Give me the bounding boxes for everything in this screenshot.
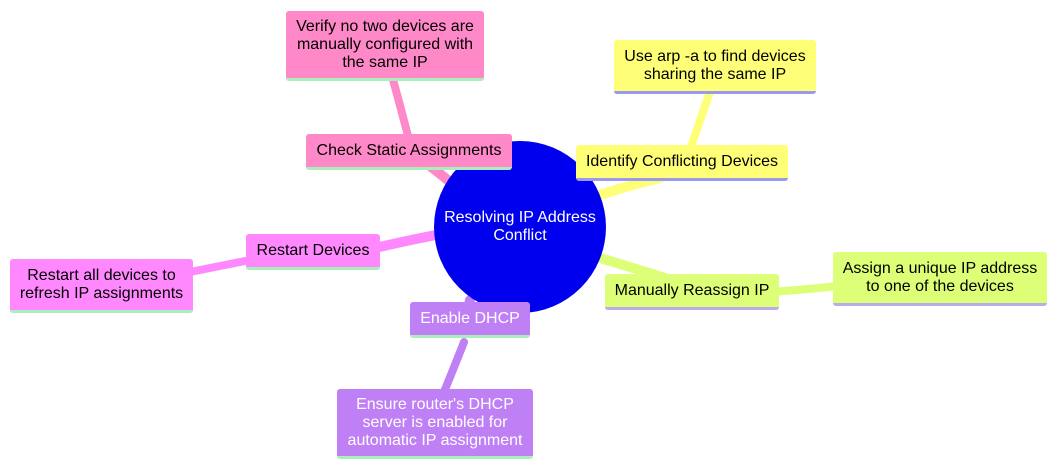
branch-label: Check Static Assignments [316, 141, 502, 159]
edge-root-restart [370, 230, 441, 253]
leaf-ensure-dhcp-server[interactable]: Ensure router's DHCP server is enabled f… [337, 389, 533, 459]
branch-enable-dhcp[interactable]: Enable DHCP [410, 302, 530, 338]
leaf-assign-unique-ip[interactable]: Assign a unique IP address to one of the… [833, 252, 1047, 306]
branch-label: Enable DHCP [420, 309, 520, 327]
root-label: Resolving IP Address Conflict [444, 209, 596, 244]
leaf-use-arp[interactable]: Use arp -a to find devices sharing the s… [614, 40, 816, 94]
branch-check-static-assignments[interactable]: Check Static Assignments [306, 134, 512, 170]
edge-static-child [388, 72, 412, 140]
branch-identify-conflicting-devices[interactable]: Identify Conflicting Devices [576, 145, 788, 181]
edge-reassign-child [766, 282, 842, 296]
branch-label: Identify Conflicting Devices [585, 152, 779, 170]
leaf-label: Assign a unique IP address to one of the… [842, 259, 1038, 295]
leaf-label: Restart all devices to refresh IP assign… [19, 266, 184, 302]
leaf-label: Verify no two devices are manually confi… [296, 17, 474, 71]
leaf-restart-all-devices[interactable]: Restart all devices to refresh IP assign… [10, 259, 193, 313]
branch-manually-reassign-ip[interactable]: Manually Reassign IP [605, 274, 779, 310]
branch-label: Manually Reassign IP [614, 281, 770, 299]
edge-identify-child [686, 88, 714, 154]
leaf-label: Use arp -a to find devices sharing the s… [624, 47, 806, 83]
branch-restart-devices[interactable]: Restart Devices [246, 234, 380, 270]
leaf-verify-no-duplicate-static[interactable]: Verify no two devices are manually confi… [286, 11, 484, 81]
edge-restart-child [186, 256, 254, 276]
edge-dhcp-child [440, 338, 468, 396]
branch-label: Restart Devices [256, 241, 370, 259]
leaf-label: Ensure router's DHCP server is enabled f… [347, 395, 523, 449]
